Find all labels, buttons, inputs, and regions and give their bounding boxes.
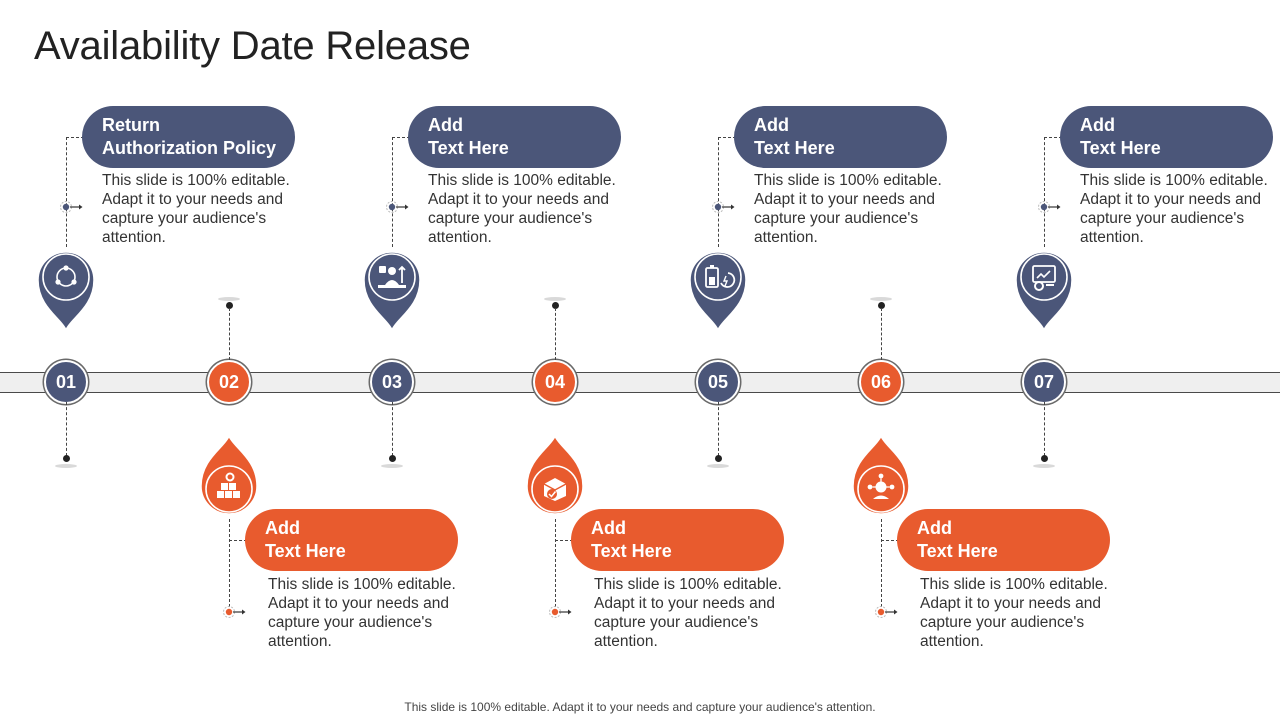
step-02-end-dot bbox=[225, 302, 233, 309]
step-02-heading-line1: Add bbox=[265, 518, 300, 538]
step-06-marker bbox=[852, 433, 910, 515]
step-05-description: This slide is 100% editable. Adapt it to… bbox=[754, 172, 942, 246]
step-05-connector-h bbox=[718, 137, 736, 138]
step-05-heading-line2: Text Here bbox=[754, 138, 835, 158]
step-05-connector bbox=[718, 137, 719, 247]
step-06-end-shadow bbox=[870, 297, 892, 301]
step-07-number: 07 bbox=[1022, 360, 1066, 404]
step-05-marker bbox=[689, 251, 747, 333]
step-01-marker bbox=[37, 251, 95, 333]
step-05-end-shadow bbox=[707, 464, 729, 468]
step-06-connector-h bbox=[881, 540, 899, 541]
business-growth-icon bbox=[378, 265, 406, 288]
step-07-end-shadow bbox=[1033, 464, 1055, 468]
step-07-connector bbox=[1044, 137, 1045, 247]
step-03-heading-line1: Add bbox=[428, 115, 463, 135]
step-02-connector-h bbox=[229, 540, 247, 541]
step-03-pointer bbox=[386, 201, 409, 213]
step-05-number: 05 bbox=[696, 360, 740, 404]
step-04-end-shadow bbox=[544, 297, 566, 301]
step-07-connector-h bbox=[1044, 137, 1062, 138]
boxes-gear-icon bbox=[217, 472, 240, 498]
step-04-stem bbox=[555, 308, 556, 360]
footer-note: This slide is 100% editable. Adapt it to… bbox=[404, 700, 876, 714]
page-title: Availability Date Release bbox=[34, 24, 471, 68]
step-04-marker bbox=[526, 433, 584, 515]
step-05-end-dot bbox=[714, 455, 722, 462]
step-07-marker bbox=[1015, 251, 1073, 333]
step-01-connector bbox=[66, 137, 67, 247]
step-01-stem bbox=[66, 402, 67, 456]
step-03-connector bbox=[392, 137, 393, 247]
step-02-number: 02 bbox=[207, 360, 251, 404]
step-07-description: This slide is 100% editable. Adapt it to… bbox=[1080, 172, 1268, 246]
step-01-number: 01 bbox=[44, 360, 88, 404]
step-04-pointer bbox=[549, 606, 572, 618]
step-03-stem bbox=[392, 402, 393, 456]
step-01-pointer bbox=[60, 201, 83, 213]
step-06-description: This slide is 100% editable. Adapt it to… bbox=[920, 576, 1108, 650]
step-01-end-shadow bbox=[55, 464, 77, 468]
step-06-number: 06 bbox=[859, 360, 903, 404]
step-02-stem bbox=[229, 308, 230, 360]
step-05-pointer bbox=[712, 201, 735, 213]
step-03-number: 03 bbox=[370, 360, 414, 404]
step-02-connector bbox=[229, 519, 230, 607]
step-04-description: This slide is 100% editable. Adapt it to… bbox=[594, 576, 782, 650]
step-02-end-shadow bbox=[218, 297, 240, 301]
step-06-connector bbox=[881, 519, 882, 607]
step-07-end-dot bbox=[1040, 455, 1048, 462]
timeline-track bbox=[0, 372, 1280, 393]
step-07-stem bbox=[1044, 402, 1045, 456]
step-04-end-dot bbox=[551, 302, 559, 309]
step-04-heading-line1: Add bbox=[591, 518, 626, 538]
step-04-connector-h bbox=[555, 540, 573, 541]
step-01-heading-line2: Authorization Policy bbox=[102, 138, 277, 158]
step-01-description: This slide is 100% editable. Adapt it to… bbox=[102, 172, 290, 246]
step-03-connector-h bbox=[392, 137, 410, 138]
step-02-heading-line2: Text Here bbox=[265, 541, 346, 561]
step-03-end-dot bbox=[388, 455, 396, 462]
global-network-icon bbox=[867, 473, 895, 499]
step-02-pointer bbox=[223, 606, 246, 618]
step-01-connector-h bbox=[66, 137, 84, 138]
step-01-heading-line1: Return bbox=[102, 115, 160, 135]
step-06-heading-line1: Add bbox=[917, 518, 952, 538]
step-01-end-dot bbox=[62, 455, 70, 462]
step-05-heading-line1: Add bbox=[754, 115, 789, 135]
dashboard-settings-icon bbox=[1032, 265, 1056, 291]
step-03-end-shadow bbox=[381, 464, 403, 468]
step-04-connector bbox=[555, 519, 556, 607]
step-06-end-dot bbox=[877, 302, 885, 309]
step-03-marker bbox=[363, 251, 421, 333]
step-06-pointer bbox=[875, 606, 898, 618]
step-02-description: This slide is 100% editable. Adapt it to… bbox=[268, 576, 456, 650]
step-02-marker bbox=[200, 433, 258, 515]
step-07-heading-line2: Text Here bbox=[1080, 138, 1161, 158]
package-check-icon bbox=[543, 478, 567, 501]
step-06-heading-line2: Text Here bbox=[917, 541, 998, 561]
step-07-pointer bbox=[1038, 201, 1061, 213]
step-04-heading-line2: Text Here bbox=[591, 541, 672, 561]
step-05-stem bbox=[718, 402, 719, 456]
step-04-number: 04 bbox=[533, 360, 577, 404]
leaf-cycle-icon bbox=[55, 265, 77, 287]
step-03-heading-line2: Text Here bbox=[428, 138, 509, 158]
step-07-heading-line1: Add bbox=[1080, 115, 1115, 135]
step-06-stem bbox=[881, 308, 882, 360]
step-03-description: This slide is 100% editable. Adapt it to… bbox=[428, 172, 616, 246]
battery-energy-icon bbox=[705, 265, 736, 288]
